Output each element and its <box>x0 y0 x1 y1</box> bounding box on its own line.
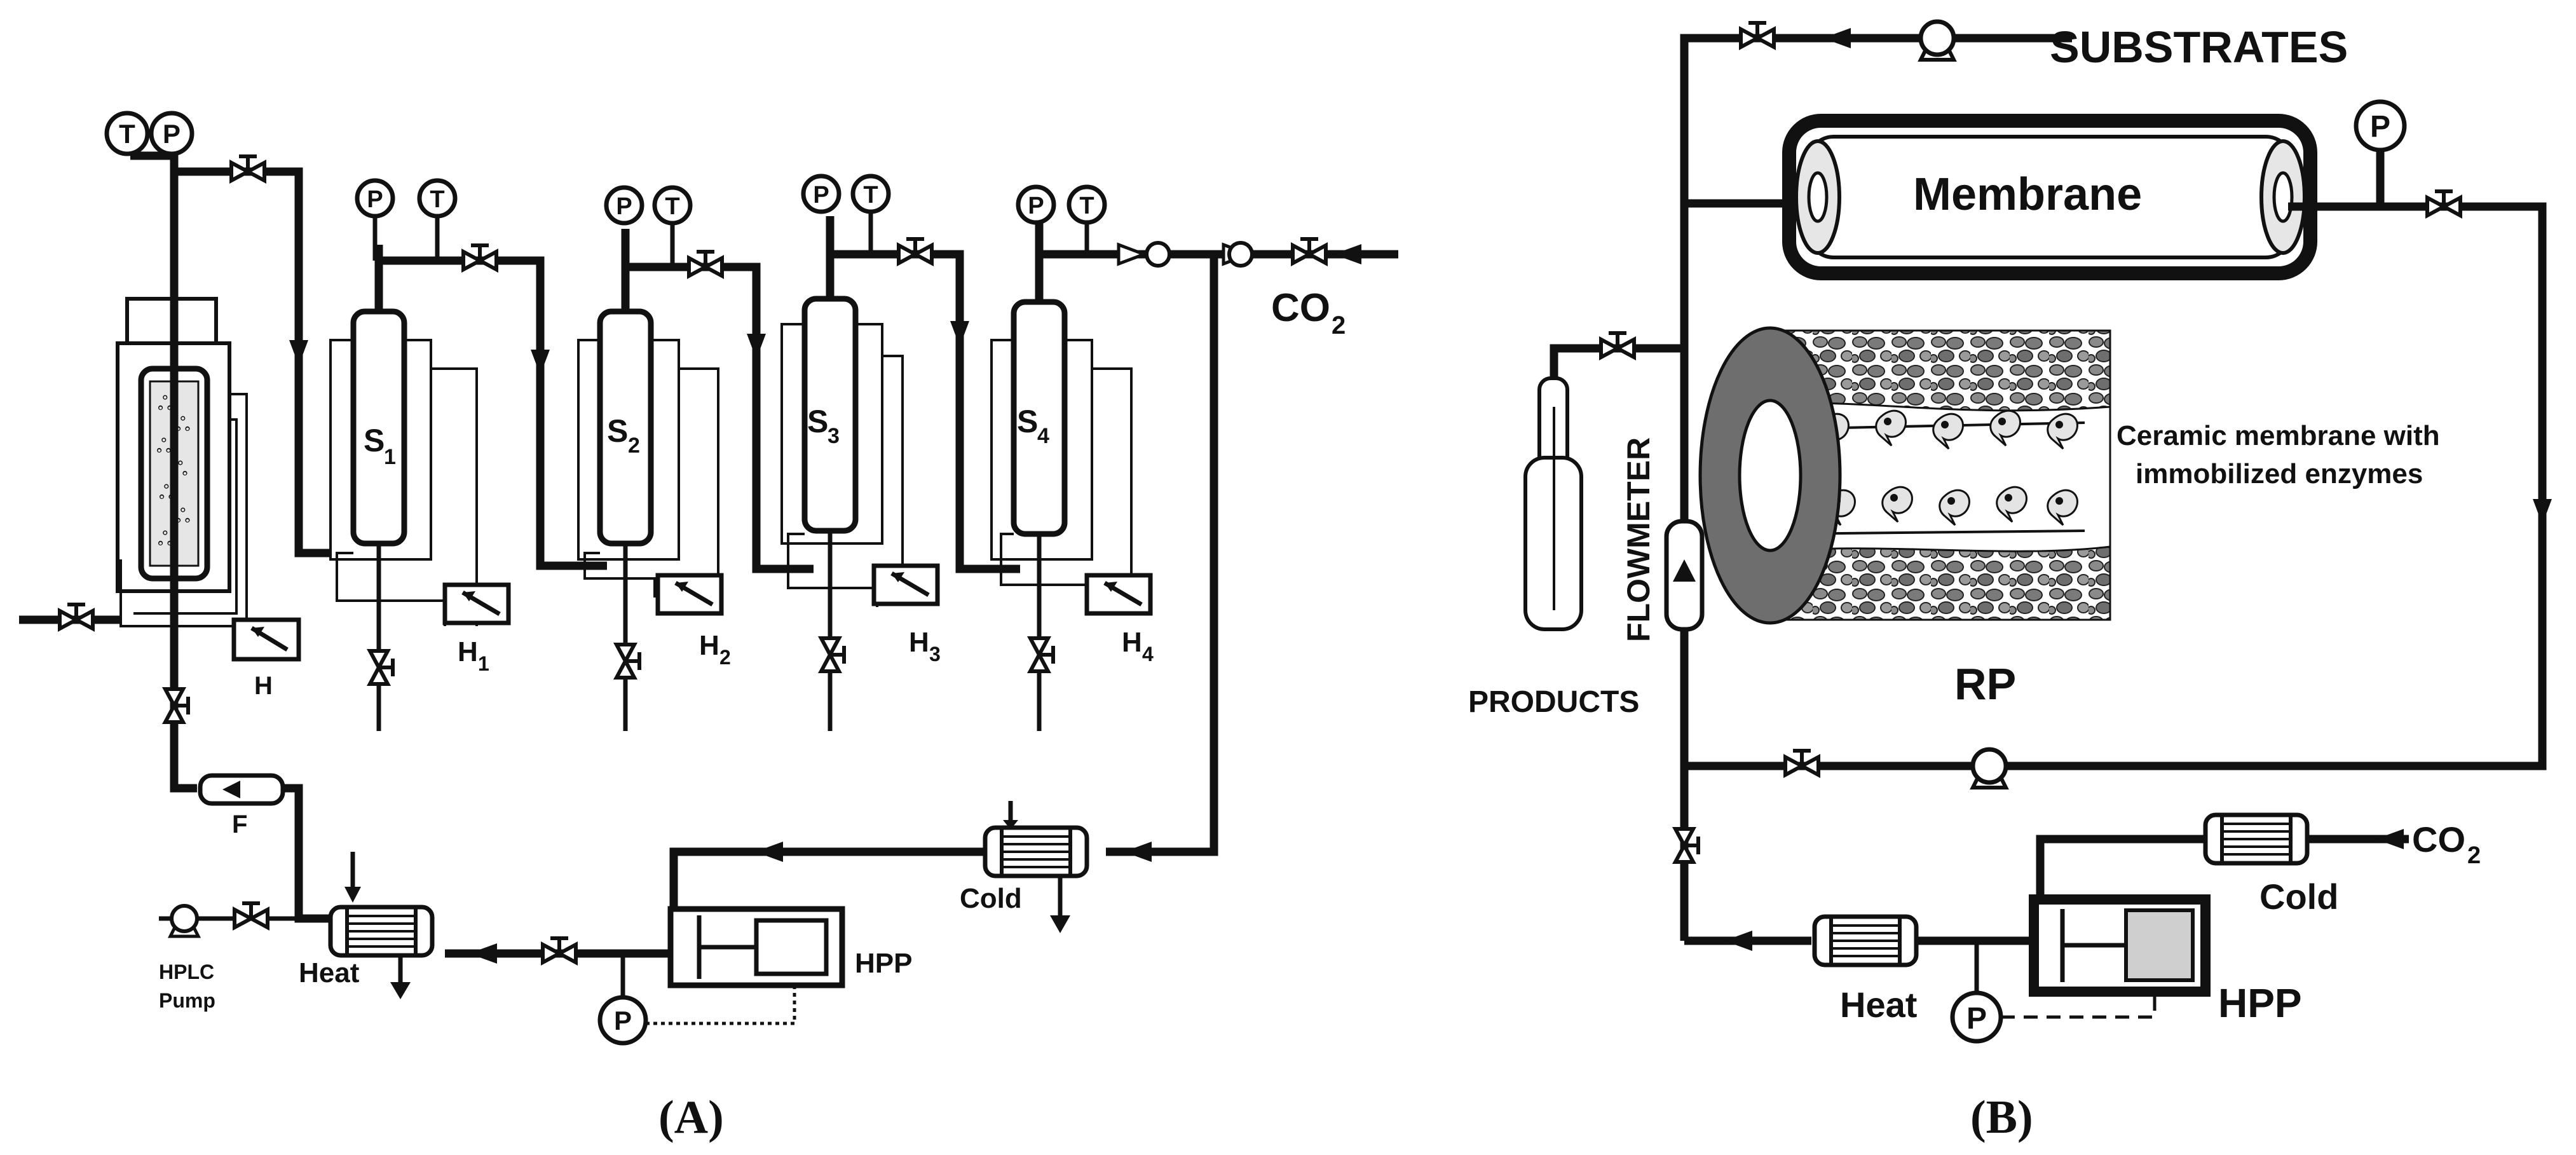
svg-text:S: S <box>1017 404 1038 439</box>
ceramic-membrane-illustration: Ceramic membrane with immobilized enzyme… <box>1698 326 2440 625</box>
svg-text:3: 3 <box>828 424 840 448</box>
separator-2: S 2 H 2 P T <box>577 185 731 731</box>
co2-label-a: CO 2 <box>1271 286 1346 339</box>
svg-text:ஃ: ஃ <box>175 505 191 528</box>
cold-exchanger-a: Cold <box>960 801 1087 933</box>
svg-text:2: 2 <box>628 434 640 458</box>
temperature-gauge <box>104 111 150 156</box>
svg-text:T: T <box>119 119 135 149</box>
svg-text:P: P <box>614 1006 632 1035</box>
svg-text:HPP: HPP <box>855 948 912 979</box>
svg-text:P: P <box>616 193 632 220</box>
svg-text:2: 2 <box>719 646 731 669</box>
pressure-gauge <box>149 111 194 156</box>
pressure-gauge-hpp <box>597 995 648 1046</box>
svg-text:ஃ: ஃ <box>156 435 172 458</box>
panel-a: ஃஃ ஃஃ ஃஃ ஃ T P <box>19 111 1398 1144</box>
hpp-a: HPP <box>667 906 912 988</box>
hpp-b: HPP <box>2029 894 2302 1026</box>
rp-label: RP <box>1954 659 2016 709</box>
cold-exchanger-b: Cold <box>2205 815 2338 917</box>
packed-material: ஃஃ ஃஃ ஃஃ ஃ <box>156 393 191 550</box>
svg-text:S: S <box>364 423 385 458</box>
svg-text:P: P <box>813 182 829 208</box>
svg-text:Heat: Heat <box>1840 985 1917 1025</box>
svg-text:S: S <box>807 404 828 439</box>
membrane-module: Membrane <box>1684 114 2317 280</box>
svg-text:4: 4 <box>1037 424 1049 448</box>
svg-text:P: P <box>2370 110 2390 144</box>
products-collector: PRODUCTS <box>1468 333 1684 719</box>
svg-text:immobilized enzymes: immobilized enzymes <box>2136 458 2423 489</box>
svg-text:3: 3 <box>929 643 941 666</box>
svg-text:H: H <box>1122 627 1142 658</box>
check-valve-1 <box>1117 241 1171 268</box>
svg-text:1: 1 <box>384 445 396 469</box>
svg-text:Cold: Cold <box>2259 877 2338 917</box>
svg-text:P: P <box>367 186 383 213</box>
svg-text:ஃ: ஃ <box>175 414 191 436</box>
svg-text:Ceramic membrane with: Ceramic membrane with <box>2116 420 2440 451</box>
svg-text:4: 4 <box>1142 643 1154 666</box>
svg-text:F: F <box>232 810 247 838</box>
svg-text:ஃ: ஃ <box>158 393 173 415</box>
svg-text:T: T <box>430 186 444 213</box>
reactor-gauges: T P <box>104 111 194 160</box>
svg-text:Pump: Pump <box>159 989 215 1012</box>
svg-text:1: 1 <box>478 652 489 675</box>
substrates-label: SUBSTRATES <box>2050 22 2348 72</box>
flowmeter-b: FLOWMETER <box>1621 437 1705 642</box>
svg-text:T: T <box>1079 193 1094 219</box>
svg-text:HPP: HPP <box>2218 980 2302 1026</box>
svg-text:H: H <box>909 627 929 658</box>
svg-text:H: H <box>699 630 719 661</box>
heat-exchanger-b: Heat <box>1815 917 1917 1025</box>
separator-3: S 3 H 3 P T <box>780 174 941 731</box>
svg-text:Membrane: Membrane <box>1913 169 2142 220</box>
svg-text:P: P <box>1028 193 1044 219</box>
svg-text:FLOWMETER: FLOWMETER <box>1621 437 1656 642</box>
extraction-reactor: ஃஃ ஃஃ ஃஃ ஃ <box>116 146 248 648</box>
svg-text:PRODUCTS: PRODUCTS <box>1468 685 1639 719</box>
svg-text:T: T <box>665 193 679 220</box>
check-valve-2 <box>1222 241 1254 268</box>
separator-4: S 4 H 4 P T <box>990 184 1154 731</box>
svg-text:H: H <box>458 636 478 667</box>
svg-text:2: 2 <box>2467 842 2481 869</box>
hplc-pump-label: HPLC Pump <box>159 960 215 1012</box>
svg-text:P: P <box>163 119 181 149</box>
svg-text:P: P <box>1966 1002 1987 1035</box>
svg-text:HPLC: HPLC <box>159 960 214 983</box>
svg-text:ஃ: ஃ <box>158 528 173 550</box>
caption-a: (A) <box>658 1091 724 1144</box>
pressure-gauge-membrane <box>2354 99 2407 153</box>
svg-text:S: S <box>607 413 628 449</box>
svg-text:CO: CO <box>2412 819 2465 859</box>
reactor-heater: H <box>231 617 301 700</box>
flowmeter-a: F <box>198 773 285 838</box>
co2-label-b: CO 2 <box>2412 819 2481 869</box>
separator-1: S 1 H 1 P T <box>329 178 511 731</box>
svg-text:H: H <box>254 672 273 700</box>
caption-b: (B) <box>1970 1091 2033 1144</box>
panel-b: SUBSTRATES Membrane P RP <box>1468 22 2552 1144</box>
svg-text:Heat: Heat <box>299 957 360 988</box>
heat-exchanger-a: Heat <box>299 852 432 999</box>
svg-text:T: T <box>863 182 878 208</box>
svg-text:2: 2 <box>1332 311 1346 339</box>
svg-text:CO: CO <box>1271 286 1330 330</box>
svg-text:Cold: Cold <box>960 883 1022 914</box>
